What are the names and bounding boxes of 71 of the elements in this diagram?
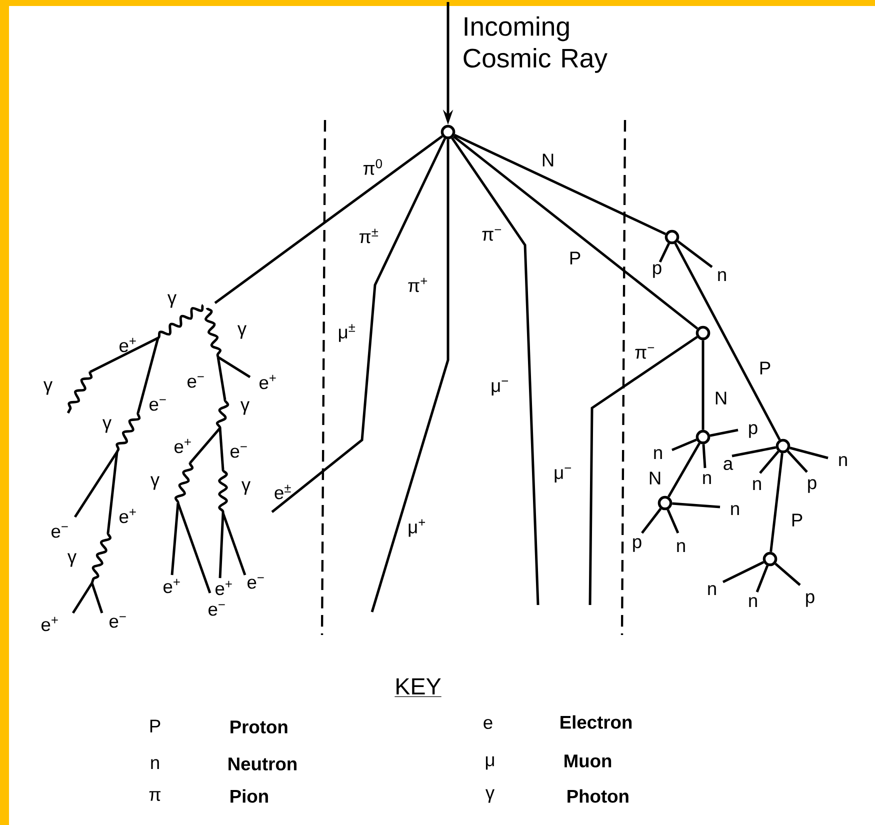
particle-label: e$^{+}$ [42,616,58,632]
particle-label: e$^{+}$ [164,578,180,594]
vertex-circle [776,438,790,454]
particle-label: e$^{−}$ [230,446,247,458]
edge-label: n [750,479,764,491]
key-entry: Pion [230,789,268,803]
key-symbol: γ [485,789,495,803]
vertex-circle [762,552,778,566]
particle-label: γ [102,419,112,433]
particle-label: γ [167,294,177,308]
edge-label: p [806,478,818,494]
edge-label: n [674,541,688,553]
edge-label: n [716,270,728,282]
edge-label: N [540,152,556,168]
key-symbol: e [484,719,492,730]
key-symbol: P [150,720,160,732]
key-symbol: π [149,791,161,801]
edge-label: Incoming Cosmic Ray [464,16,608,73]
particle-label: e$^{−}$ [188,376,204,388]
particle-label: e$^{+}$ [120,508,136,524]
edge-label: n [652,448,664,460]
particle-label: γ [237,325,247,339]
edge-label: n [836,455,850,467]
edge-label: n [706,584,718,596]
key-entry: Proton [230,720,288,734]
edge-label: π$^{0}$ [362,158,384,176]
edge-label: p [630,537,644,553]
edge-label: n [728,504,742,516]
particle-label: μ$^{+}$ [408,519,425,537]
edge-label: n [700,473,714,485]
edge-label: π$^{−}$ [634,346,656,360]
key-symbol: μ [486,756,494,770]
particle-label: e$^{+}$ [216,580,232,596]
particle-label: e$^{−}$ [208,604,225,616]
particle-label: e$^{+}$ [174,438,191,454]
vertex-circle [664,230,680,244]
vertex-circle [440,124,456,140]
edge-label: p [650,263,664,279]
edge-label: N [647,470,663,486]
edge-label: P [790,512,804,528]
key-entry: Muon [564,754,612,768]
particle-label: e$^{−}$ [150,399,166,411]
edge-label: π$^{±}$ [358,228,380,244]
edge-label: π$^{+}$ [406,276,430,294]
edge-label: p [746,423,760,439]
particle-label: γ [240,401,250,415]
particle-label: μ$^{−}$ [492,380,508,396]
key-symbol: n [151,759,159,769]
particle-label: γ [150,476,160,490]
particle-label: e$^{−}$ [52,526,68,538]
edge-label: a [722,458,734,472]
particle-label: μ$^{±}$ [339,324,355,342]
vertex-circle [696,430,710,444]
edge-label: N [713,390,729,406]
particle-label: e$^{±}$ [274,484,291,500]
edge-label: P [758,360,772,376]
edge-label: p [804,592,816,608]
edge-label: π$^{−}$ [480,228,504,242]
key-heading: KEY [394,678,442,698]
edge-label: n [746,596,760,608]
key-entry: Neutron [228,758,296,770]
edge-label: P [568,250,582,266]
particle-label: μ$^{−}$ [554,468,571,482]
key-entry: Photon [568,789,628,803]
particle-label: e$^{−}$ [248,577,264,589]
particle-label: γ [241,481,251,495]
vertex-circle [696,326,710,340]
particle-label: e$^{+}$ [120,338,136,352]
vertex-circle [658,496,672,510]
particle-label: γ [67,553,77,567]
key-entry: Electron [560,715,632,729]
